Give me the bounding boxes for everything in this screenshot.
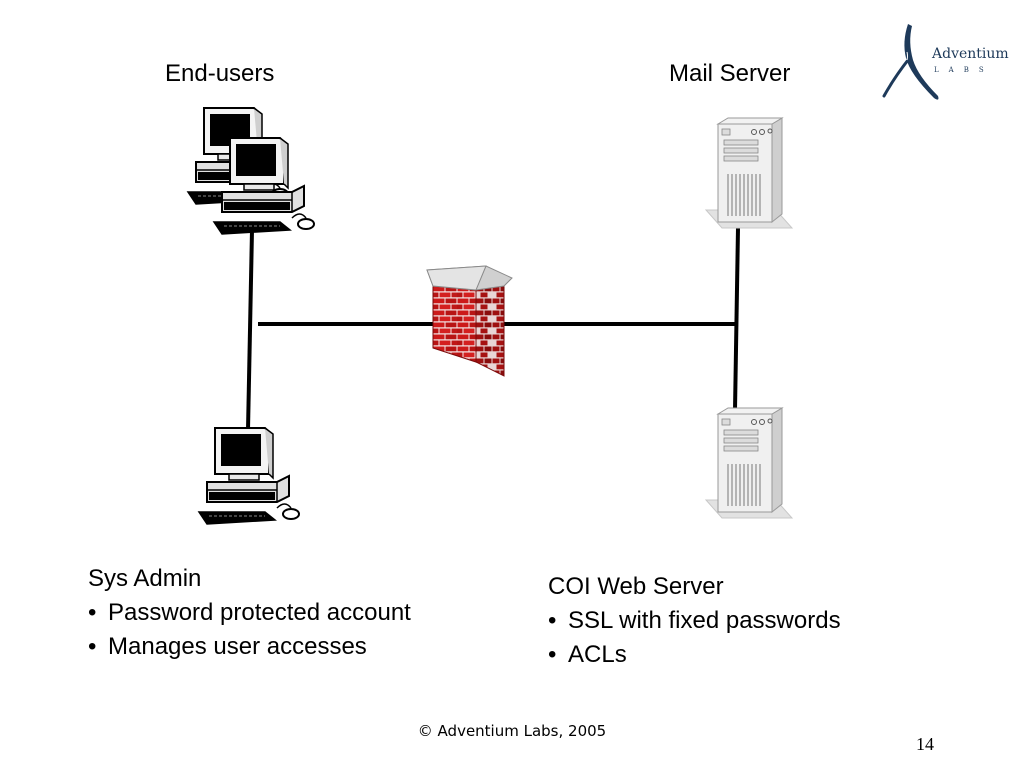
bullet-marker: • bbox=[548, 641, 557, 668]
enduser-link bbox=[246, 229, 254, 431]
sys-admin-block: Sys Admin • Password protected account •… bbox=[88, 562, 448, 664]
bullet-text: Password protected account bbox=[108, 599, 411, 626]
logo-wordmark: Adventium bbox=[932, 46, 1009, 62]
sys-admin-heading: Sys Admin bbox=[88, 565, 202, 592]
list-item: • ACLs bbox=[548, 638, 928, 672]
bullet-text: Manages user accesses bbox=[108, 633, 367, 660]
copyright-footer: © Adventium Labs, 2005 bbox=[417, 722, 607, 740]
logo-mark bbox=[882, 24, 939, 100]
server-link bbox=[733, 227, 740, 411]
list-item: • Password protected account bbox=[88, 596, 448, 630]
tower-server-icon bbox=[705, 117, 793, 229]
list-item: • SSL with fixed passwords bbox=[548, 604, 928, 638]
tower-server-icon bbox=[705, 407, 793, 519]
logo-subtitle: LABS bbox=[934, 66, 994, 74]
coi-web-server-bullets: • SSL with fixed passwords • ACLs bbox=[548, 604, 928, 672]
coi-web-server-block: COI Web Server • SSL with fixed password… bbox=[548, 570, 928, 672]
network-links bbox=[246, 227, 740, 431]
end-users-label: End-users bbox=[165, 60, 275, 87]
bullet-marker: • bbox=[548, 607, 557, 634]
coi-web-server-heading: COI Web Server bbox=[548, 573, 724, 600]
page-number: 14 bbox=[916, 734, 934, 754]
mail-server-label: Mail Server bbox=[669, 60, 791, 87]
sys-admin-bullets: • Password protected account • Manages u… bbox=[88, 596, 448, 664]
bullet-marker: • bbox=[88, 599, 97, 626]
bullet-text: ACLs bbox=[568, 641, 627, 668]
list-item: • Manages user accesses bbox=[88, 630, 448, 664]
firewall-brick-wall-icon bbox=[426, 265, 513, 377]
bullet-text: SSL with fixed passwords bbox=[568, 607, 841, 634]
adventium-logo-icon: Adventium LABS bbox=[880, 22, 1010, 102]
bullet-marker: • bbox=[88, 633, 97, 660]
desktop-computer-icon bbox=[198, 427, 300, 525]
desktop-computer-icon bbox=[213, 137, 315, 235]
